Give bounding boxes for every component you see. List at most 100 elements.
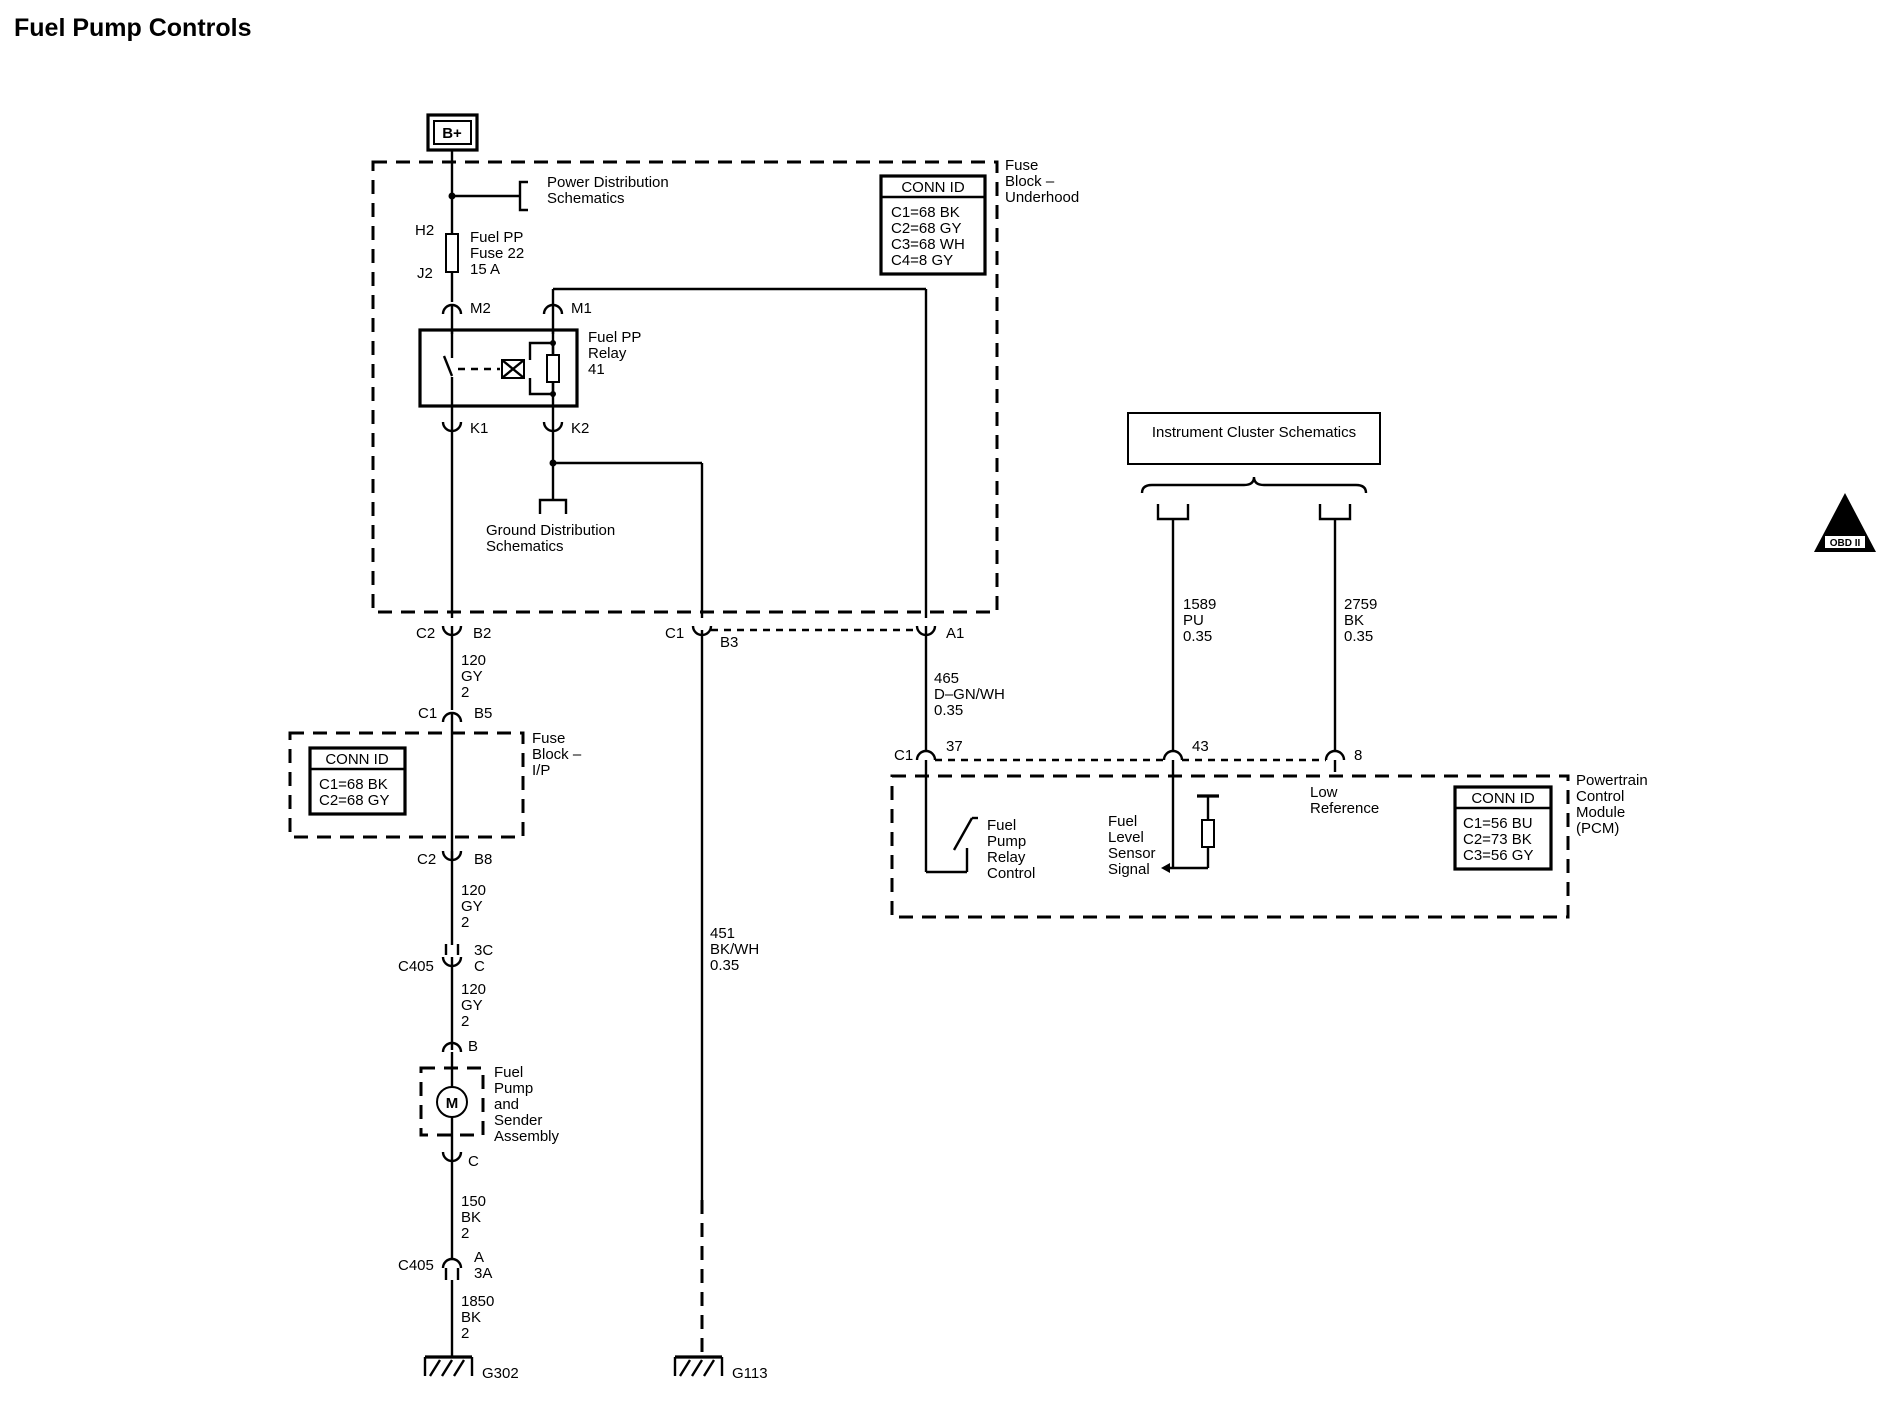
svg-text:C1: C1 (418, 705, 437, 722)
wire-2759-label: 2759 BK 0.35 (1344, 596, 1382, 645)
pin-k1-label: K1 (470, 420, 488, 437)
svg-text:B8: B8 (474, 851, 492, 868)
svg-text:Control: Control (987, 865, 1035, 882)
svg-text:Relay: Relay (987, 849, 1026, 866)
svg-text:Level: Level (1108, 829, 1144, 846)
svg-text:37: 37 (946, 738, 963, 755)
svg-text:Fuel PP: Fuel PP (588, 329, 641, 346)
svg-text:C3=68 WH: C3=68 WH (891, 236, 965, 253)
svg-text:II: II (1836, 513, 1853, 538)
svg-text:CONN ID: CONN ID (1471, 790, 1535, 807)
svg-text:15 A: 15 A (470, 261, 500, 278)
pcm-connector-row: C1 37 43 8 (894, 738, 1362, 764)
svg-text:Fuse 22: Fuse 22 (470, 245, 524, 262)
svg-text:Low: Low (1310, 784, 1338, 801)
svg-text:H2: H2 (415, 222, 434, 239)
connector-c1-b5: C1 B5 (418, 705, 492, 723)
svg-text:C1: C1 (665, 625, 684, 642)
svg-text:C2: C2 (416, 625, 435, 642)
svg-text:B2: B2 (473, 625, 491, 642)
svg-text:C1=68 BK: C1=68 BK (891, 204, 960, 221)
svg-text:Fuel PP: Fuel PP (470, 229, 523, 246)
wire-1589-label: 1589 PU 0.35 (1183, 596, 1221, 645)
svg-text:Fuel: Fuel (987, 817, 1016, 834)
pin-k2-label: K2 (571, 420, 589, 437)
pcm-boundary (890, 774, 1570, 919)
connector-c405-top: C405 3C C (398, 942, 493, 975)
svg-text:C1=68 BK: C1=68 BK (319, 776, 388, 793)
wire-120-gy-label: 120 GY 2 (461, 652, 490, 701)
svg-text:C3=56 GY: C3=56 GY (1463, 847, 1533, 864)
svg-text:Assembly: Assembly (494, 1128, 560, 1145)
svg-text:C2=73 BK: C2=73 BK (1463, 831, 1532, 848)
svg-text:CONN ID: CONN ID (901, 179, 965, 196)
svg-text:Pump: Pump (494, 1080, 533, 1097)
svg-text:Signal: Signal (1108, 861, 1150, 878)
fuel-pp-fuse: H2 J2 Fuel PP Fuse 22 15 A (415, 222, 524, 282)
wire-120-gy-label-2: 120 GY 2 (461, 882, 490, 931)
svg-text:and: and (494, 1096, 519, 1113)
fuse-block-underhood-boundary (371, 160, 999, 614)
wire-120-gy-label-3: 120 GY 2 (461, 981, 490, 1030)
power-distribution-reference: Power Distribution Schematics (547, 174, 673, 207)
fuse-block-ip-boundary (288, 731, 525, 839)
connector-c405-bottom: C405 A 3A (398, 1249, 492, 1282)
ground-g113-icon: G113 (673, 1355, 768, 1382)
connector-c1-b3: C1 B3 (665, 625, 738, 651)
svg-text:Sensor: Sensor (1108, 845, 1156, 862)
svg-text:A1: A1 (946, 625, 964, 642)
fuel-level-sensor-signal-circuit: Fuel Level Sensor Signal (1108, 760, 1219, 878)
svg-text:3A: 3A (474, 1265, 492, 1282)
fuel-pump-relay-control-driver: Fuel Pump Relay Control (924, 760, 1035, 882)
fuel-pump-and-sender: B M Fuel Pump and Sender Assembly C (419, 1038, 560, 1170)
svg-text:Reference: Reference (1310, 800, 1379, 817)
svg-text:CONN ID: CONN ID (325, 751, 389, 768)
wire-451-bkwh-label: 451 BK/WH 0.35 (710, 925, 763, 974)
ground-g302-icon: G302 (423, 1355, 519, 1382)
svg-text:C4=8 GY: C4=8 GY (891, 252, 953, 269)
conn-id-table-pcm: CONN ID C1=56 BU C2=73 BK C3=56 GY (1453, 785, 1553, 871)
fuse-block-ip-label: Fuse Block – I/P (532, 730, 585, 779)
svg-text:C405: C405 (398, 958, 434, 975)
svg-text:J2: J2 (417, 265, 433, 282)
wire-150-bk-label: 150 BK 2 (461, 1193, 490, 1242)
svg-text:3C: 3C (474, 942, 493, 959)
conn-id-table-underhood: CONN ID C1=68 BK C2=68 GY C3=68 WH C4=8 … (879, 174, 987, 276)
motor-symbol: M (446, 1095, 459, 1112)
svg-text:Pump: Pump (987, 833, 1026, 850)
battery-positive-terminal: B+ (426, 113, 479, 152)
conn-id-table-ip: CONN ID C1=68 BK C2=68 GY (308, 746, 407, 816)
svg-text:B5: B5 (474, 705, 492, 722)
fuse-block-underhood-label: Fuse Block – Underhood (1005, 157, 1079, 206)
svg-text:G302: G302 (482, 1365, 519, 1382)
svg-text:C: C (468, 1153, 479, 1170)
svg-text:G113: G113 (732, 1365, 768, 1382)
fuel-pp-relay: Fuel PP Relay 41 (418, 328, 641, 408)
svg-text:C2=68 GY: C2=68 GY (891, 220, 961, 237)
svg-text:OBD II: OBD II (1830, 538, 1861, 549)
pin-m2-label: M2 (470, 300, 491, 317)
svg-text:C1=56 BU: C1=56 BU (1463, 815, 1533, 832)
page-title: Fuel Pump Controls (14, 14, 252, 42)
svg-text:Relay: Relay (588, 345, 627, 362)
connector-c2-b2: C2 B2 (416, 625, 491, 642)
pin-m1-label: M1 (571, 300, 592, 317)
svg-text:A: A (474, 1249, 484, 1266)
svg-text:C2=68 GY: C2=68 GY (319, 792, 389, 809)
svg-text:B3: B3 (720, 634, 738, 651)
wire-1850-bk-label: 1850 BK 2 (461, 1293, 499, 1342)
svg-text:8: 8 (1354, 747, 1362, 764)
svg-text:C405: C405 (398, 1257, 434, 1274)
low-reference-circuit: Low Reference (1310, 760, 1379, 817)
svg-text:41: 41 (588, 361, 605, 378)
svg-text:C2: C2 (417, 851, 436, 868)
svg-text:Instrument Cluster Schematics: Instrument Cluster Schematics (1152, 424, 1356, 441)
svg-text:B: B (468, 1038, 478, 1055)
svg-text:Fuel: Fuel (1108, 813, 1137, 830)
connector-a1: A1 (915, 625, 964, 642)
svg-text:C: C (474, 958, 485, 975)
svg-text:B+: B+ (442, 125, 462, 142)
connector-c2-b8: C2 B8 (417, 850, 492, 868)
ground-distribution-reference: Ground Distribution Schematics (486, 522, 619, 555)
